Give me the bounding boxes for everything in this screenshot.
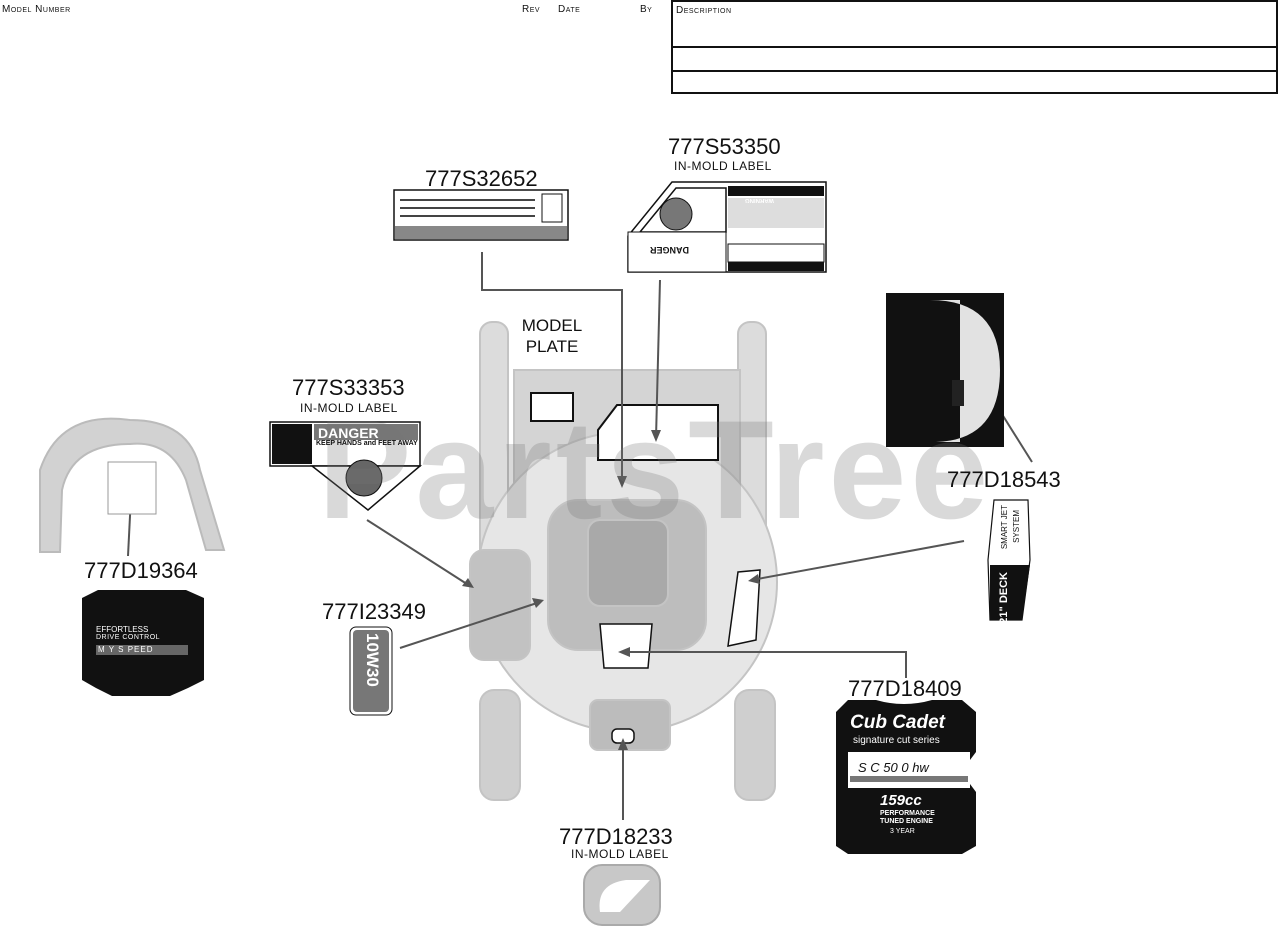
decal-777S33353	[269, 421, 423, 511]
header-date: Date	[558, 4, 581, 15]
decal-23349-oil-text: 10W30	[363, 633, 382, 687]
part-subtitle-777S53350: IN-MOLD LABEL	[674, 159, 772, 173]
part-number-777S32652[interactable]: 777S32652	[425, 166, 538, 191]
description-rule-2	[673, 70, 1276, 72]
model-plate-line1: MODEL	[521, 316, 583, 335]
model-plate-label: MODEL PLATE	[516, 315, 588, 357]
decal-19364-drive-control-text: DRIVE CONTROL	[96, 634, 161, 641]
decal-777I23349	[349, 626, 393, 716]
model-plate-box	[530, 392, 574, 422]
model-plate-line2: PLATE	[525, 337, 579, 356]
part-number-777S33353[interactable]: 777S33353	[292, 375, 405, 400]
part-number-777D18409[interactable]: 777D18409	[848, 676, 962, 701]
decal-53350-warning-text: WARNING	[745, 197, 774, 203]
decal-18409-series-text: signature cut series	[853, 735, 940, 746]
photo-777D18543	[886, 293, 1004, 447]
decal-777D18409	[836, 700, 976, 854]
decal-18409-performance-text: PERFORMANCE	[880, 810, 935, 817]
parts-tree-watermark: PartsTree	[318, 391, 993, 548]
leader-33353	[366, 519, 471, 587]
leader-32652	[481, 252, 623, 484]
decal-777S32652	[393, 189, 569, 241]
decal-18543-smart-jet-text: SMART JET	[1000, 505, 1009, 550]
description-rule-1	[673, 46, 1276, 48]
inset-handle-19364	[39, 417, 226, 553]
label-outline-18409	[599, 623, 653, 669]
leader-18409	[622, 651, 907, 678]
leader-arrowheads	[127, 356, 972, 750]
decal-18543-deck-text: 21" DECK	[998, 572, 1010, 624]
decal-777D19364	[82, 590, 204, 696]
leader-23349	[399, 601, 541, 649]
label-outline-18543	[727, 569, 761, 647]
mower-front-bar	[589, 699, 671, 751]
decal-18409-warranty-text: 3 YEAR	[890, 828, 915, 835]
decal-18409-engine-cc-text: 159cc	[880, 792, 922, 809]
part-number-777D19364[interactable]: 777D19364	[84, 558, 198, 583]
decal-33353-keep-hands-text: KEEP HANDS and FEET AWAY	[316, 440, 418, 447]
decal-19364-my-speed-text: M Y S PEED	[98, 645, 154, 654]
description-box: Description	[671, 0, 1278, 94]
header-description: Description	[676, 5, 732, 16]
leader-53350	[655, 279, 661, 439]
part-number-777D18543[interactable]: 777D18543	[947, 467, 1061, 492]
part-subtitle-777S33353: IN-MOLD LABEL	[300, 401, 398, 415]
decal-33353-danger-text: DANGER	[318, 425, 379, 441]
decal-18409-tuned-engine-text: TUNED ENGINE	[880, 818, 933, 825]
decal-19364-effortless-text: EFFORTLESS	[96, 625, 149, 634]
leader-18543a	[751, 540, 965, 581]
mower-wheel-right	[734, 689, 776, 801]
header-model-number: Model Number	[2, 4, 71, 15]
header-rev: Rev	[522, 4, 541, 15]
part-number-777I23349[interactable]: 777I23349	[322, 599, 426, 624]
decal-777D18543	[987, 499, 1031, 621]
header-by: By	[640, 4, 653, 15]
decal-18409-brand-text: Cub Cadet	[850, 712, 945, 733]
mower-engine-shroud	[587, 519, 669, 607]
part-number-777D18233[interactable]: 777D18233	[559, 824, 673, 849]
decal-777D18233	[583, 864, 661, 926]
decal-18543-system-text: SYSTEM	[1012, 510, 1021, 543]
decal-777S53350	[627, 181, 827, 273]
decal-18409-model-code-text: S C 50 0 hw	[858, 760, 929, 775]
mower-side-chute	[469, 549, 531, 661]
part-subtitle-777D18233: IN-MOLD LABEL	[571, 847, 669, 861]
part-number-777S53350[interactable]: 777S53350	[668, 134, 781, 159]
mower-wheel-left	[479, 689, 521, 801]
decal-53350-danger-text: DANGER	[650, 245, 690, 255]
